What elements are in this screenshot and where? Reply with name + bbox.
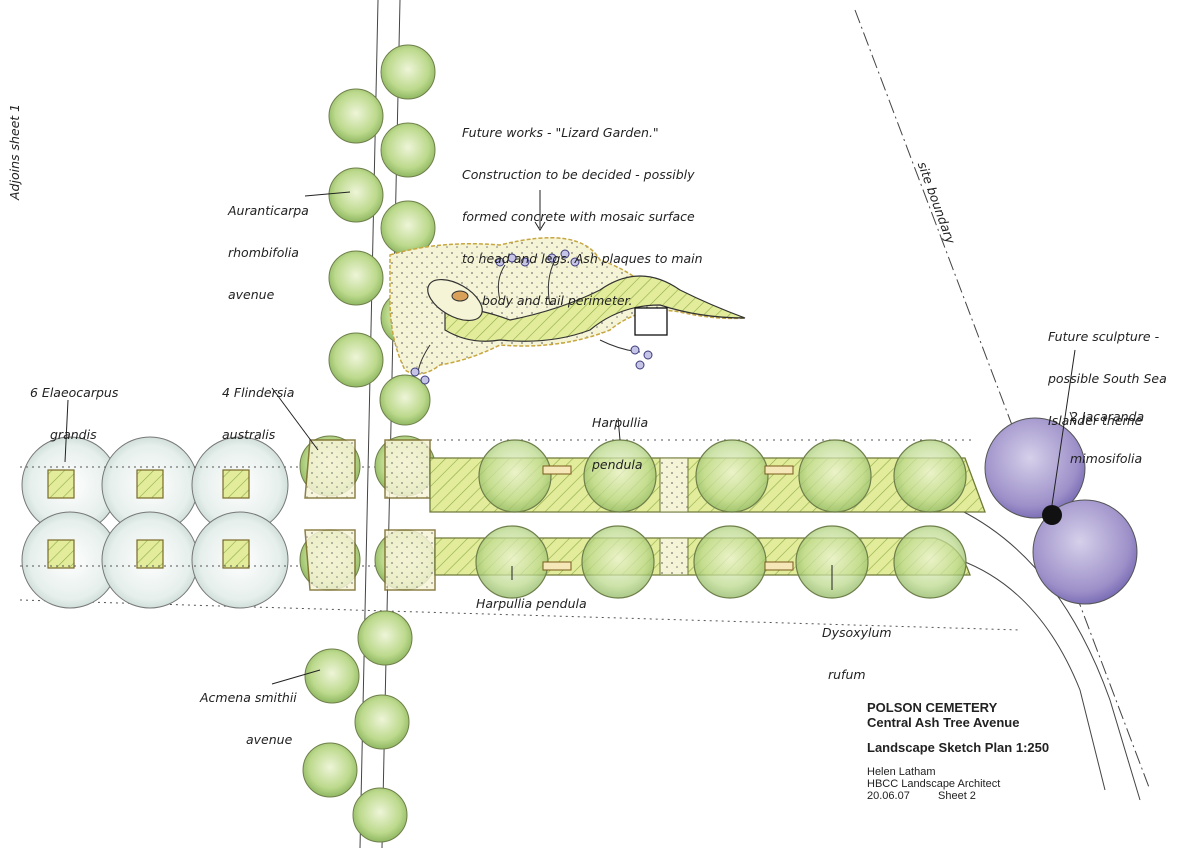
harpullia-trees [475, 439, 967, 599]
harpullia-top-line-2: pendula [592, 457, 643, 472]
lizard-note-line-2: Construction to be decided - possibly [462, 167, 695, 182]
harpullia-bottom-label: Harpullia pendula [476, 596, 587, 611]
title-author: Helen Latham [867, 766, 936, 778]
sculpture-label: Future sculpture - possible South Sea Is… [1048, 302, 1167, 442]
sculpture-line-2: possible South Sea [1048, 371, 1167, 386]
title-scale: Landscape Sketch Plan 1:250 [867, 740, 1050, 755]
benches [542, 465, 794, 571]
acmena-trees [302, 610, 413, 843]
title-subject: Central Ash Tree Avenue [867, 715, 1020, 730]
sculpture-marker [1042, 505, 1062, 525]
lizard-note-line-4: to head and legs. Ash plaques to main [462, 251, 703, 266]
lizard-garden [389, 190, 746, 385]
auranticarpa-line-1: Auranticarpa [228, 203, 309, 218]
harpullia-top-line-1: Harpullia [592, 415, 649, 430]
harpullia-top-label: Harpullia pendula [592, 388, 648, 486]
auranticarpa-label: Auranticarpa rhombifolia avenue [228, 176, 309, 316]
jacaranda-line-1: 2 Jacaranda [1070, 409, 1145, 424]
flindersia-line-2: australis [222, 427, 276, 442]
title-role: HBCC Landscape Architect [867, 778, 1001, 790]
jacaranda-label: 2 Jacaranda mimosifolia [1070, 382, 1144, 480]
dysoxylum-line-2: rufum [828, 667, 866, 682]
jacaranda-line-2: mimosifolia [1070, 451, 1143, 466]
lizard-note-line-1: Future works - "Lizard Garden." [462, 125, 659, 140]
path-edge-outer [959, 559, 1106, 791]
lizard-note: Future works - "Lizard Garden." Construc… [462, 98, 703, 322]
dysoxylum-label: Dysoxylum rufum [822, 598, 892, 696]
title-date: 20.06.07 [867, 790, 910, 802]
acmena-line-2: avenue [246, 732, 293, 747]
adjoins-label: Adjoins sheet 1 [7, 103, 22, 200]
lizard-note-line-5: body and tail perimeter. [482, 293, 633, 308]
sculpture-line-3: Islander theme [1048, 413, 1143, 428]
elaeocarpus-line-1: 6 Elaeocarpus [30, 385, 119, 400]
dysoxylum-line-1: Dysoxylum [822, 625, 892, 640]
acmena-line-1: Acmena smithii [200, 690, 297, 705]
flindersia-label: 4 Flindersia australis [222, 358, 294, 456]
site-boundary-line [854, 9, 1151, 791]
flindersia-line-1: 4 Flindersia [222, 385, 295, 400]
sculpture-line-1: Future sculpture - [1048, 329, 1160, 344]
elaeocarpus-line-2: grandis [50, 427, 97, 442]
title-project: POLSON CEMETERY [867, 700, 998, 715]
leader-lines [64, 191, 1076, 685]
lizard-note-line-3: formed concrete with mosaic surface [462, 209, 695, 224]
title-sheet: Sheet 2 [938, 790, 976, 802]
elaeocarpus-label: 6 Elaeocarpus grandis [30, 358, 118, 456]
flindersia-plots [299, 435, 436, 591]
jacaranda-trees [984, 417, 1138, 605]
auranticarpa-line-3: avenue [228, 287, 275, 302]
auranticarpa-line-2: rhombifolia [228, 245, 299, 260]
acmena-label: Acmena smithii avenue [200, 663, 297, 761]
elaeocarpus-trees [20, 436, 420, 609]
auranticarpa-trees [328, 44, 436, 426]
